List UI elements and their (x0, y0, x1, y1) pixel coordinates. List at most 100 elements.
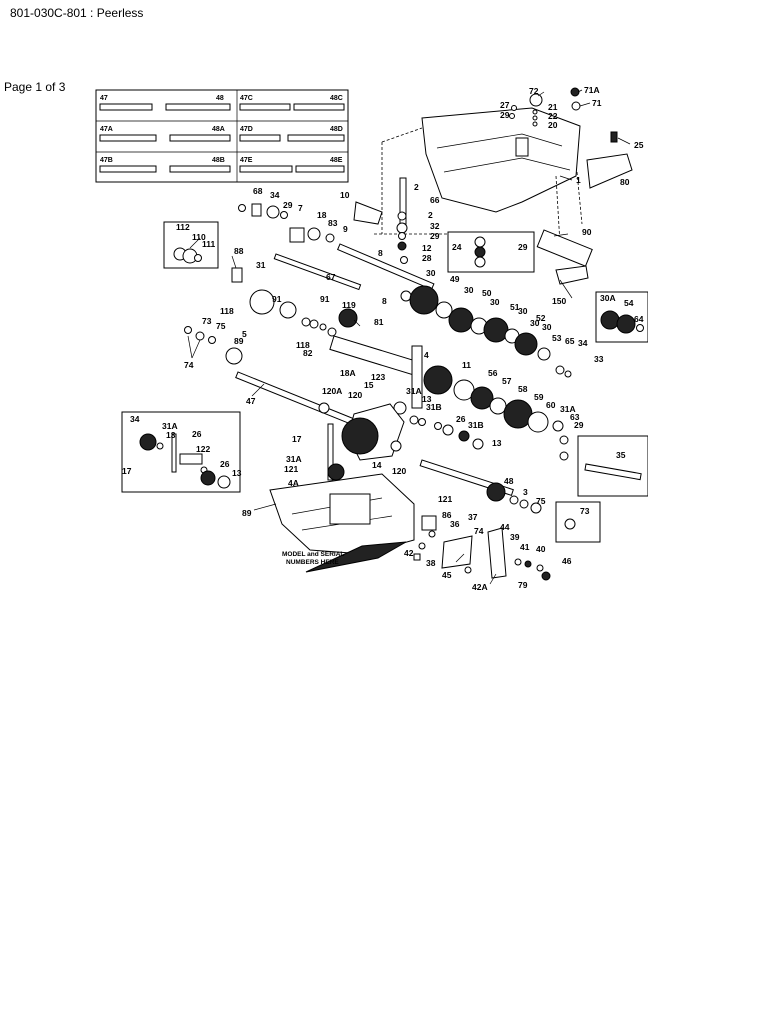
callout-label: 123 (371, 372, 385, 382)
document-title: 801-030C-801 : Peerless (10, 6, 144, 20)
callout-label: 18A (340, 368, 356, 378)
callout-label: 32 (430, 221, 440, 231)
callout-label: 91 (272, 294, 282, 304)
callout-label: 49 (450, 274, 460, 284)
callout-label: 110 (192, 232, 206, 242)
exploded-parts-diagram: 47 48 47C 48C 47A 48A 47D 48D 47B 48B 47… (95, 85, 648, 592)
callout-label: 83 (328, 218, 338, 228)
table-label: 48E (330, 157, 343, 164)
callout-label: 58 (518, 384, 528, 394)
callout-label: 17 (292, 434, 302, 444)
callout-label: 29 (430, 231, 440, 241)
callout-label: 72 (529, 86, 539, 96)
callout-label: 50 (482, 288, 492, 298)
callout-label: 31A (406, 386, 422, 396)
callout-label: 119 (342, 300, 356, 310)
callout-label: 14 (372, 460, 382, 470)
callout-label: 89 (234, 336, 244, 346)
table-label: 47B (100, 157, 113, 164)
table-label: 47 (100, 95, 108, 102)
callout-label: 89 (242, 508, 252, 518)
callout-label: 63 (570, 412, 580, 422)
callout-label: 29 (574, 420, 584, 430)
callout-label: 12 (422, 243, 432, 253)
callout-label: 82 (303, 348, 313, 358)
callout-label: 51 (510, 302, 520, 312)
callout-label: 67 (326, 272, 336, 282)
callout-label: 30 (530, 318, 540, 328)
callout-label: 150 (552, 296, 566, 306)
callout-label: 59 (534, 392, 544, 402)
callout-labels: 72 71A 27 21 71 29 22 20 25 1 80 2 10 66… (122, 85, 644, 592)
callout-label: 111 (202, 239, 216, 249)
callout-label: 68 (253, 186, 263, 196)
callout-label: 42 (404, 548, 414, 558)
callout-label: 9 (343, 224, 348, 234)
callout-label: 71A (584, 85, 600, 95)
callout-label: 86 (442, 510, 452, 520)
page-indicator: Page 1 of 3 (4, 80, 66, 94)
callout-label: 118 (296, 340, 310, 350)
callout-label: 21 (548, 102, 558, 112)
callout-label: 74 (474, 526, 484, 536)
callout-label: 75 (536, 496, 546, 506)
callout-label: 11 (462, 360, 471, 370)
callout-label: 29 (518, 242, 528, 252)
callout-label: 10 (340, 190, 350, 200)
callout-label: 26 (192, 429, 202, 439)
callout-label: 36 (450, 519, 460, 529)
table-label: 47A (100, 126, 113, 133)
callout-label: 81 (374, 317, 384, 327)
callout-label: 121 (284, 464, 298, 474)
table-label: 47E (240, 157, 253, 164)
callout-label: 30 (490, 297, 500, 307)
callout-label: 56 (488, 368, 498, 378)
model-serial-note: MODEL and SERIAL NUMBERS HERE (282, 551, 344, 566)
model-note-line2: NUMBERS HERE (286, 559, 339, 566)
callout-label: 29 (500, 110, 510, 120)
callout-label: 30 (542, 322, 552, 332)
callout-label: 80 (620, 177, 630, 187)
callout-label: 13 (492, 438, 502, 448)
callout-label: 13 (422, 394, 432, 404)
callout-label: 2 (428, 210, 433, 220)
callout-label: 31A (560, 404, 576, 414)
callout-label: 54 (624, 298, 634, 308)
callout-label: 34 (578, 338, 588, 348)
callout-label: 25 (634, 140, 644, 150)
callout-label: 112 (176, 222, 190, 232)
callout-label: 28 (422, 253, 432, 263)
leader-lines (187, 89, 631, 585)
callout-label: 75 (216, 321, 226, 331)
callout-label: 48 (504, 476, 514, 486)
table-label: 48 (216, 95, 224, 102)
variant-table-labels: 47 48 47C 48C 47A 48A 47D 48D 47B 48B 47… (100, 95, 343, 164)
callout-label: 66 (430, 195, 440, 205)
callout-label: 18 (317, 210, 327, 220)
callout-label: 121 (438, 494, 452, 504)
callout-label: 42A (472, 582, 488, 592)
callout-label: 46 (562, 556, 572, 566)
callout-label: 30 (426, 268, 436, 278)
callout-label: 90 (582, 227, 592, 237)
callout-label: 5 (242, 329, 247, 339)
callout-label: 15 (364, 380, 374, 390)
drawing-layer (95, 87, 648, 581)
callout-label: 31A (286, 454, 302, 464)
callout-label: 45 (442, 570, 452, 580)
callout-label: 64 (634, 314, 644, 324)
callout-label: 13 (232, 468, 242, 478)
callout-label: 40 (536, 544, 546, 554)
callout-label: 37 (468, 512, 478, 522)
callout-label: 7 (298, 203, 303, 213)
callout-label: 39 (510, 532, 520, 542)
callout-label: 57 (502, 376, 512, 386)
callout-label: 44 (500, 522, 510, 532)
callout-label: 30 (464, 285, 474, 295)
callout-label: 60 (546, 400, 556, 410)
callout-label: 24 (452, 242, 462, 252)
callout-label: 118 (220, 306, 234, 316)
callout-label: 30 (518, 306, 528, 316)
callout-label: 41 (520, 542, 530, 552)
callout-label: 73 (580, 506, 590, 516)
